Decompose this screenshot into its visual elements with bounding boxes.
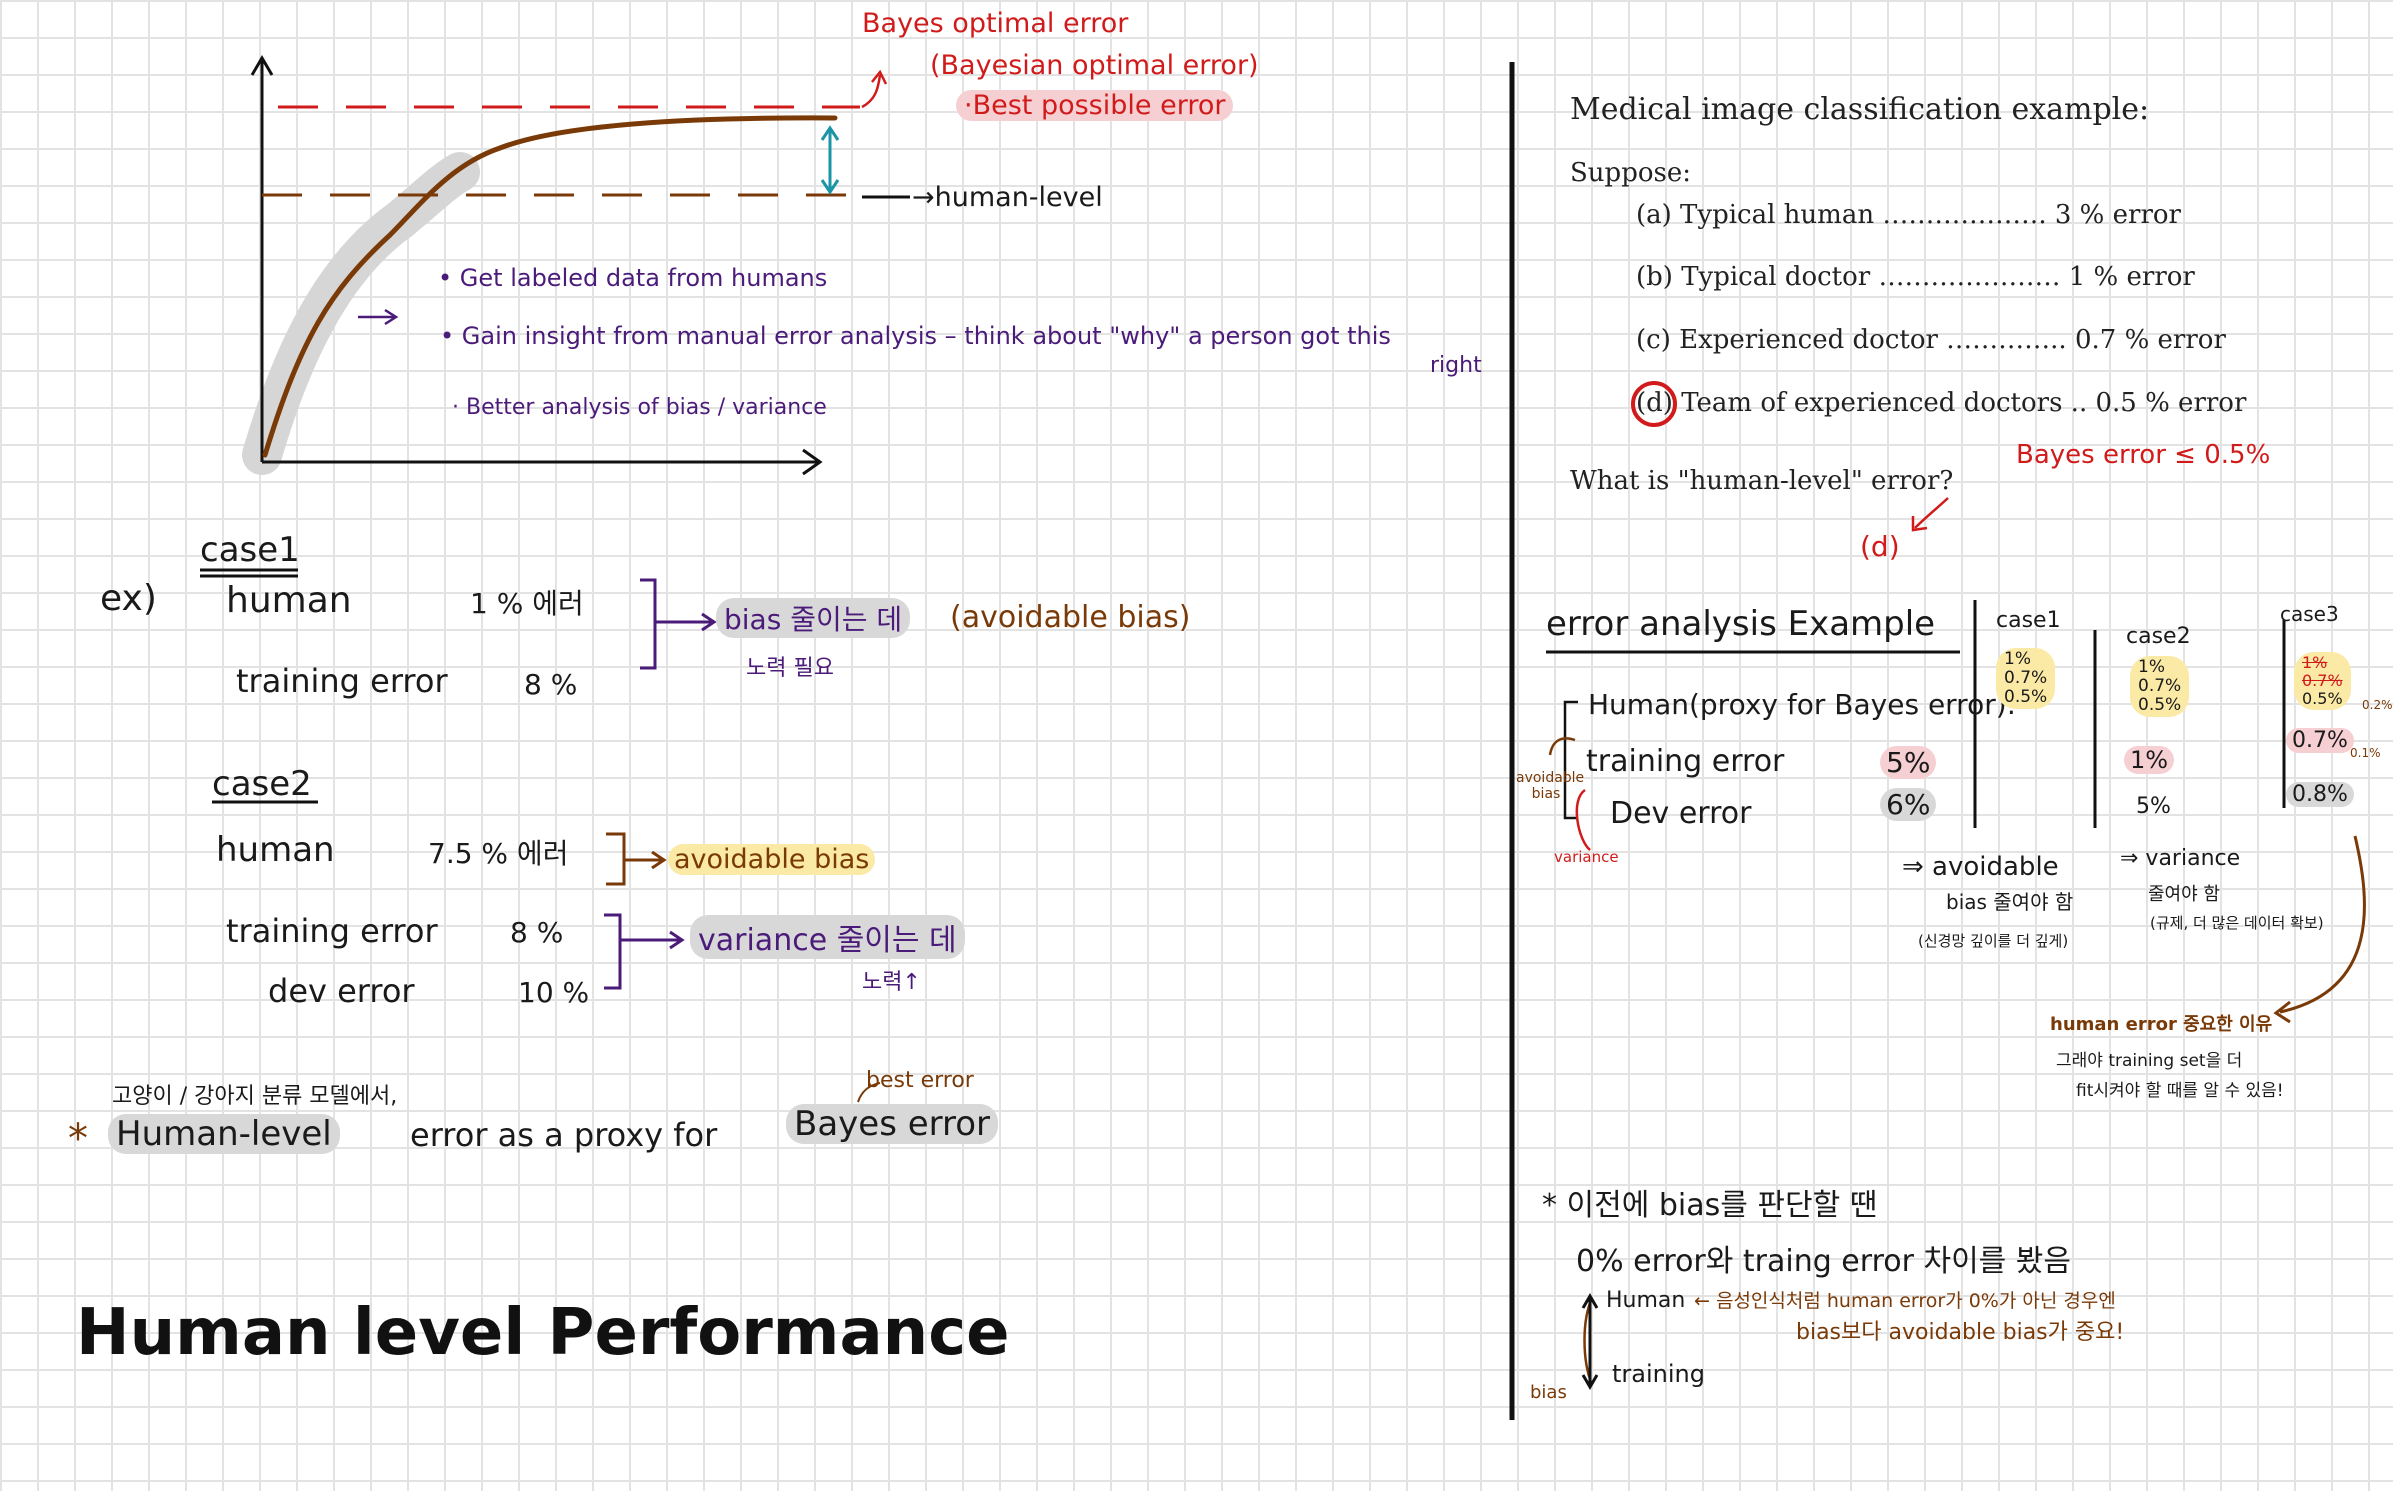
proxy-text: error as a proxy for — [410, 1116, 718, 1154]
bottom-human-note-2: bias보다 avoidable bias가 중요! — [1796, 1320, 2125, 1345]
case1-note: (avoidable bias) — [950, 600, 1191, 635]
ea-title: error analysis Example — [1546, 604, 1936, 644]
page-title: Human level Performance — [76, 1296, 1010, 1370]
bottom-bias: bias — [1530, 1382, 1567, 1403]
curve-highlight — [242, 152, 480, 475]
case2-result-sub: 노력↑ — [862, 970, 921, 995]
ea-row-dev: Dev error — [1610, 796, 1752, 831]
ea-c3-gap2: 0.1% — [2350, 746, 2381, 760]
bayes-error-note: Bayes error ≤ 0.5% — [2016, 440, 2271, 470]
case1-human-label: human — [226, 580, 352, 621]
ea-c2-train: 1% — [2124, 746, 2175, 774]
ea-variance-label: variance — [1554, 848, 1619, 866]
ea-row-human: Human(proxy for Bayes error): — [1588, 688, 2017, 721]
bayes-title: Bayes optimal error — [862, 8, 1129, 39]
bullet-1: • Get labeled data from humans — [438, 264, 828, 292]
medical-answer: (d) — [1860, 530, 1900, 563]
ea-c3-train: 0.7% — [2286, 728, 2354, 753]
learning-curve — [262, 115, 838, 458]
ea-c3-dev: 0.8% — [2286, 782, 2354, 807]
ea-human-note: human error 중요한 이유 — [2050, 1014, 2273, 1035]
case2-train-value: 8 % — [510, 916, 564, 949]
proxy-bayes: Bayes error — [786, 1104, 999, 1144]
case2-train-label: training error — [226, 912, 438, 950]
ea-c2-conclusion: ⇒ variance — [2120, 846, 2241, 871]
case1-result: bias 줄이는 데 — [716, 598, 911, 638]
ex-label: ex) — [100, 578, 157, 619]
medical-suppose: Suppose: — [1570, 158, 1691, 188]
bayes-subtitle: (Bayesian optimal error) — [930, 50, 1259, 81]
ea-c2-human: 1% 0.7% 0.5% — [2130, 656, 2190, 717]
case1-train-value: 8 % — [524, 668, 578, 701]
answer-circle — [1631, 381, 1677, 427]
x-axis-arrow — [802, 448, 823, 476]
bullet-2-cont: right — [1430, 353, 1482, 378]
bottom-human-note: ← 음성인식처럼 human error가 0%가 아닌 경우엔 — [1694, 1290, 2116, 1312]
case1-human-value: 1 % 에러 — [470, 587, 584, 620]
ea-case3: case3 — [2280, 602, 2339, 626]
ea-human-note-2: 그래야 training set을 더 — [2056, 1051, 2243, 1071]
y-axis-arrow — [250, 55, 274, 76]
ea-avoidable-label: avoidable bias — [1516, 770, 1585, 802]
ea-human-note-3: fit시켜야 할 때를 알 수 있음! — [2076, 1081, 2284, 1101]
bayes-best: ·Best possible error — [956, 90, 1234, 121]
ea-row-training: training error — [1586, 744, 1785, 779]
ea-c1-human: 1% 0.7% 0.5% — [1996, 648, 2056, 709]
medical-item-c: (c) Experienced doctor ………….. 0.7 % erro… — [1636, 325, 2226, 355]
ea-c1-conclusion-2: bias 줄여야 함 — [1946, 890, 2074, 914]
ea-case2: case2 — [2126, 624, 2191, 649]
ea-c1-conclusion-3: (신경망 깊이를 더 깊게) — [1918, 932, 2069, 950]
ea-c3-human: 1% 0.7% 0.5% — [2294, 652, 2351, 710]
best-error-note: best error — [866, 1068, 974, 1093]
star-icon: * — [68, 1116, 88, 1162]
case2-result: variance 줄이는 데 — [690, 915, 965, 959]
bullet-2: • Gain insight from manual error analysi… — [440, 322, 1391, 350]
medical-item-d: (d) Team of experienced doctors .. 0.5 %… — [1636, 388, 2247, 418]
ea-c2-conclusion-3: (규제, 더 많은 데이터 확보) — [2150, 914, 2324, 932]
case2-dev-label: dev error — [268, 972, 415, 1010]
ea-c1-dev: 6% — [1880, 788, 1937, 821]
bottom-line-1: * 이전에 bias를 판단할 땐 — [1542, 1188, 1878, 1223]
bottom-human: Human — [1606, 1288, 1686, 1313]
case2-dev-value: 10 % — [518, 976, 590, 1009]
bottom-line-2: 0% error와 traing error 차이를 봤음 — [1576, 1244, 2071, 1279]
ea-c2-dev: 5% — [2136, 794, 2171, 819]
case1-train-label: training error — [236, 662, 448, 700]
ea-c2-conclusion-2: 줄여야 함 — [2148, 884, 2220, 905]
ea-c3-gap1: 0.2% — [2362, 698, 2393, 712]
medical-item-a: (a) Typical human ………………. 3 % error — [1636, 200, 2181, 230]
ea-c1-conclusion: ⇒ avoidable — [1902, 852, 2059, 882]
bullet-3: · Better analysis of bias / variance — [452, 395, 827, 420]
medical-item-b: (b) Typical doctor ………………… 1 % error — [1636, 262, 2195, 292]
case2-human-label: human — [216, 830, 335, 870]
case2-human-value: 7.5 % 에러 — [428, 837, 569, 870]
medical-question: What is "human-level" error? — [1570, 466, 1954, 496]
human-level-label: →human-level — [912, 182, 1103, 213]
case1-title: case1 — [200, 530, 300, 570]
case2-title: case2 — [212, 764, 312, 804]
bayes-pointer-arrow — [861, 74, 882, 109]
case1-result-sub: 노력 필요 — [746, 656, 834, 681]
bottom-training: training — [1612, 1360, 1705, 1388]
ea-case1: case1 — [1996, 608, 2061, 633]
medical-title: Medical image classification example: — [1570, 92, 2150, 127]
case2-avoidable: avoidable bias — [668, 844, 876, 875]
ea-c1-train: 5% — [1880, 746, 1937, 779]
korean-note: 고양이 / 강아지 분류 모델에서, — [112, 1084, 398, 1109]
proxy-human-level: Human-level — [108, 1114, 340, 1154]
